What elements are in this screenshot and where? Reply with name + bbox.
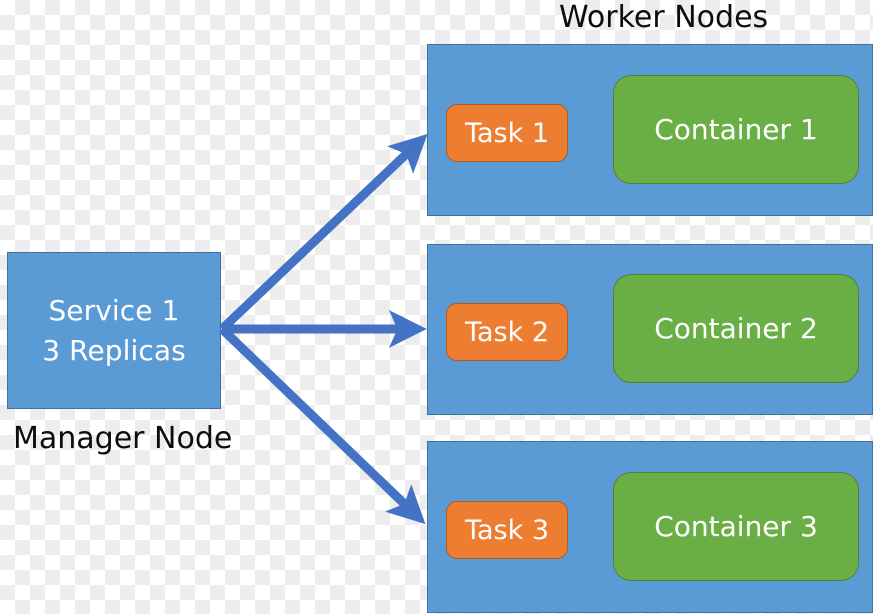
task-box-1[interactable]: Task 1 <box>446 104 568 162</box>
manager-node-label: Manager Node <box>13 421 233 456</box>
service-replicas-label: 3 Replicas <box>42 333 186 367</box>
service-name-label: Service 1 <box>48 293 180 327</box>
service-box[interactable]: Service 1 3 Replicas <box>7 252 221 409</box>
worker-node-2[interactable]: Task 2 Container 2 <box>427 244 873 415</box>
arrow-to-worker-1 <box>218 133 428 333</box>
container-box-1[interactable]: Container 1 <box>613 75 859 184</box>
worker-node-1[interactable]: Task 1 Container 1 <box>427 44 873 216</box>
worker-nodes-title: Worker Nodes <box>559 0 769 35</box>
container-box-3[interactable]: Container 3 <box>613 472 859 581</box>
task-box-3[interactable]: Task 3 <box>446 501 568 559</box>
container-box-2[interactable]: Container 2 <box>613 274 859 383</box>
task-box-2[interactable]: Task 2 <box>446 303 568 361</box>
worker-node-3[interactable]: Task 3 Container 3 <box>427 441 873 613</box>
arrow-to-worker-3 <box>218 325 426 525</box>
